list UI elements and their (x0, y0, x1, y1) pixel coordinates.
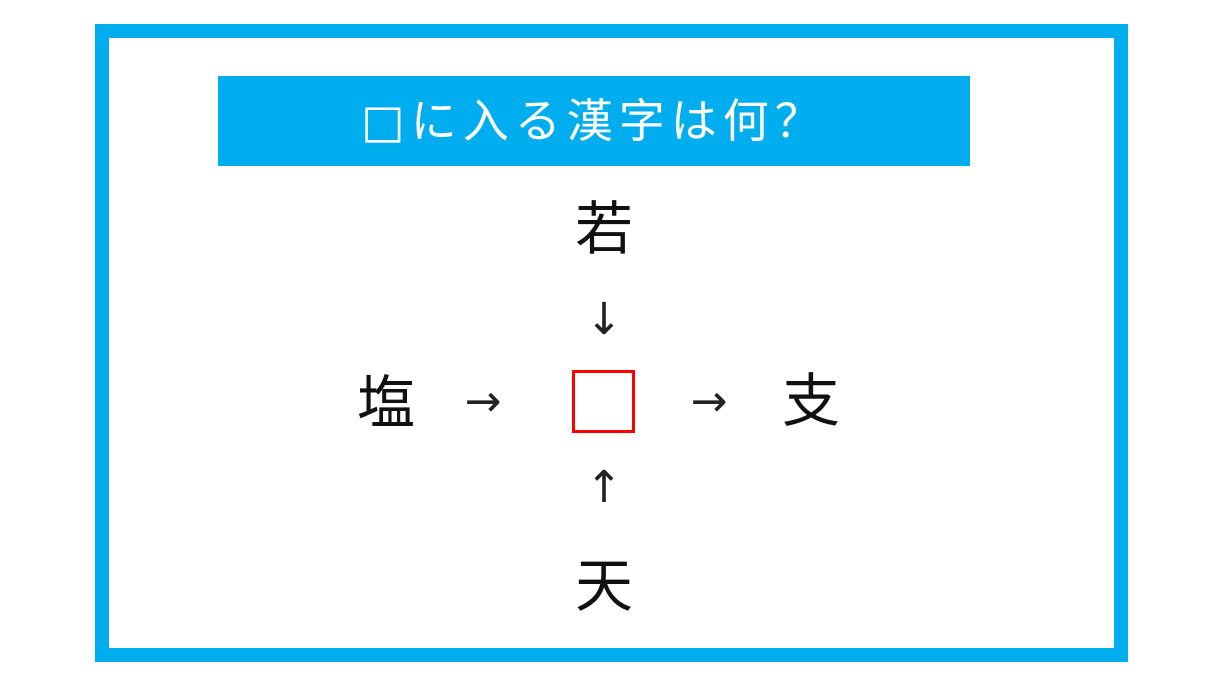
title-banner: □に入る漢字は何？ (218, 76, 970, 166)
title-text: □に入る漢字は何？ (361, 94, 827, 148)
arrow-right-icon: → (690, 376, 728, 427)
blank-answer-box (572, 370, 635, 433)
arrow-up-icon: ↑ (585, 462, 623, 513)
kanji-bottom: 天 (574, 552, 633, 620)
arrow-down-icon: ↓ (585, 294, 623, 345)
kanji-top: 若 (574, 195, 633, 263)
kanji-right: 支 (781, 367, 840, 435)
arrow-right-icon: → (464, 376, 502, 427)
kanji-left: 塩 (356, 369, 415, 437)
